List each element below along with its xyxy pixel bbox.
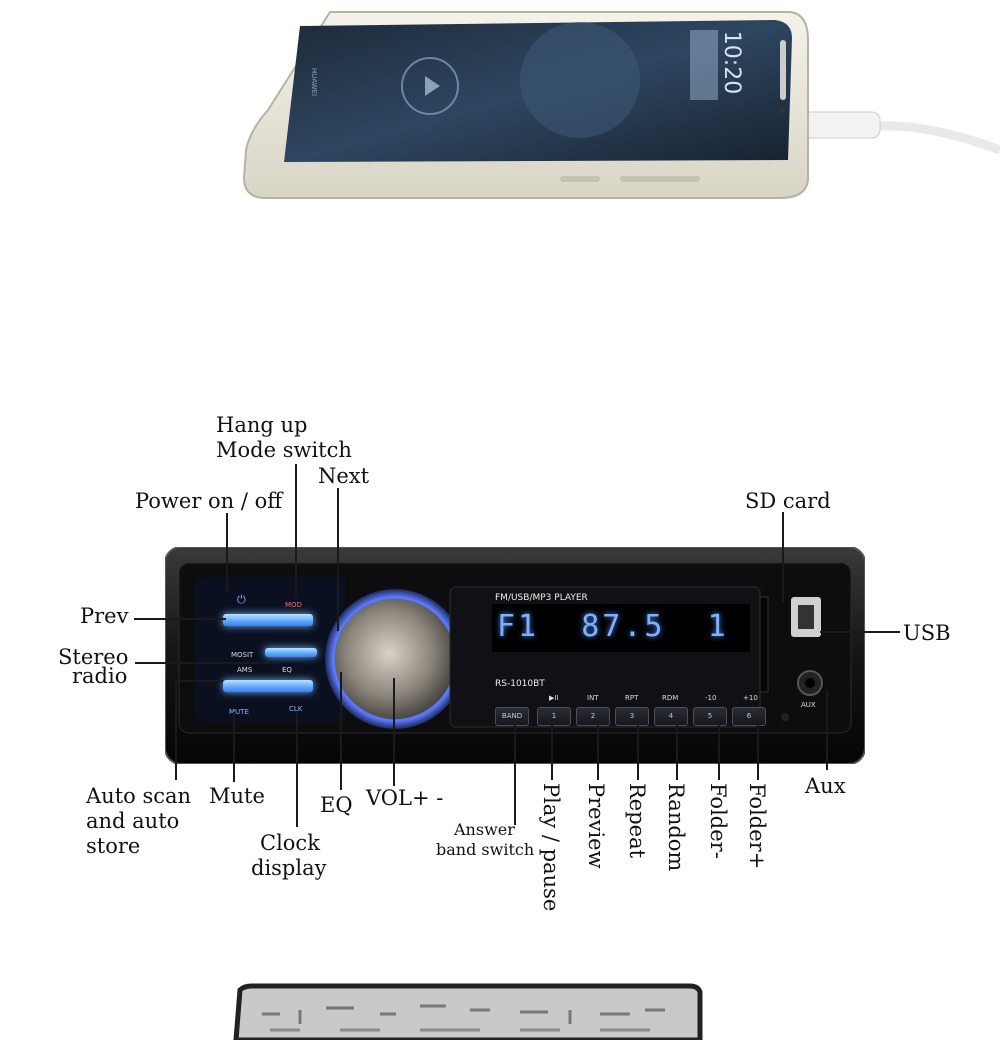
label-and-auto: and auto	[86, 809, 180, 833]
label-hang-up: Hang up	[216, 413, 308, 437]
leader-stereo	[135, 662, 270, 664]
leader-aux	[826, 690, 828, 770]
label-vol: VOL+ -	[366, 786, 444, 810]
key-caption-minus10: -10	[705, 694, 717, 702]
stereo-key-bar[interactable]	[265, 648, 317, 657]
label-folder-minus: Folder-	[706, 783, 730, 859]
label-play-pause: Play / pause	[539, 783, 563, 912]
phone-photo: HUAWEI 10:20	[0, 0, 1000, 210]
key-6[interactable]: 6	[732, 707, 766, 726]
car-radio: ⏻ MOD MOSIT AMS EQ MUTE CLK FM/USB/MP3 P…	[164, 546, 866, 765]
player-header: FM/USB/MP3 PLAYER	[495, 593, 588, 603]
label-store: store	[86, 834, 141, 858]
leader-power	[226, 513, 228, 593]
prev-key-bar[interactable]	[223, 614, 313, 626]
key-caption-rpt: RPT	[625, 694, 639, 702]
label-display: display	[251, 856, 327, 880]
leader-answer	[514, 720, 516, 825]
key-3[interactable]: 3	[615, 707, 649, 726]
label-usb: USB	[903, 621, 951, 645]
label-auto-scan: Auto scan	[86, 784, 192, 808]
label-mute: Mute	[209, 784, 265, 808]
mod-button[interactable]: MOD	[285, 601, 302, 609]
leader-sd	[782, 512, 784, 602]
eq-button[interactable]: EQ	[282, 666, 292, 674]
ams-button[interactable]: AMS	[237, 666, 253, 674]
leader-preview	[597, 720, 599, 780]
power-button[interactable]: ⏻	[237, 593, 246, 606]
leader-clock	[296, 712, 298, 827]
phone-illustration	[242, 11, 1000, 199]
label-sd-card: SD card	[745, 489, 831, 513]
label-mode-switch: Mode switch	[216, 438, 352, 462]
label-prev: Prev	[80, 604, 129, 628]
label-next: Next	[318, 464, 370, 488]
leader-play	[551, 720, 553, 780]
leader-eq	[340, 672, 342, 790]
label-radio: radio	[72, 664, 128, 688]
key-4[interactable]: 4	[654, 707, 688, 726]
model-number: RS-1010BT	[495, 679, 545, 689]
lcd-display: F1 87.5 1	[497, 609, 729, 644]
key-5[interactable]: 5	[693, 707, 727, 726]
leader-repeat	[637, 720, 639, 780]
label-stereo: Stereo	[58, 645, 129, 669]
label-power: Power on / off	[135, 489, 283, 513]
label-random: Random	[664, 783, 688, 872]
clk-button[interactable]: CLK	[289, 705, 303, 713]
leader-autoscan-h	[175, 680, 223, 682]
leader-random	[676, 720, 678, 780]
auto-scan-key-bar[interactable]	[223, 680, 313, 692]
phone-brand: HUAWEI	[310, 67, 319, 97]
label-answer: Answer	[454, 820, 515, 839]
leader-mute	[233, 712, 235, 782]
label-preview: Preview	[584, 783, 608, 869]
leader-autoscan-v	[175, 680, 177, 780]
key-caption-plus10: +10	[743, 694, 758, 702]
key-1[interactable]: 1	[537, 707, 571, 726]
label-eq: EQ	[320, 793, 353, 817]
leader-hangup	[295, 464, 297, 596]
key-2[interactable]: 2	[576, 707, 610, 726]
leader-next	[337, 488, 339, 631]
car-radio-body	[164, 546, 866, 765]
key-caption-rdm: RDM	[662, 694, 679, 702]
chassis-illustration	[233, 983, 703, 1043]
band-key[interactable]: BAND	[495, 707, 529, 726]
leader-folder-minus	[718, 720, 720, 780]
radio-chassis-photo	[0, 980, 1000, 1043]
label-aux: Aux	[805, 774, 846, 798]
label-repeat: Repeat	[625, 783, 649, 859]
leader-usb	[820, 631, 900, 633]
mute-button[interactable]: MUTE	[229, 708, 249, 716]
leader-prev	[134, 618, 226, 620]
key-caption-play: ▶II	[549, 694, 559, 702]
label-clock: Clock	[260, 831, 320, 855]
mosit-button[interactable]: MOSIT	[231, 651, 254, 659]
leader-folder-plus	[757, 720, 759, 780]
label-band-switch: band switch	[436, 840, 535, 859]
key-caption-int: INT	[587, 694, 599, 702]
label-folder-plus: Folder+	[745, 783, 769, 870]
leader-vol	[393, 678, 395, 786]
phone-time: 10:20	[719, 30, 745, 95]
aux-port-caption: AUX	[801, 701, 816, 709]
